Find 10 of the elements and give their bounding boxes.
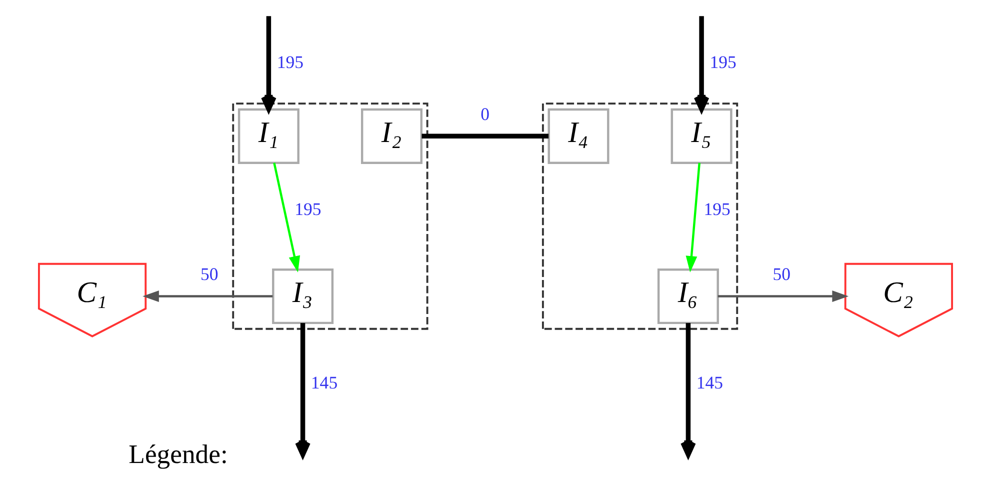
edge-label: 50 bbox=[200, 264, 218, 284]
edge-label: 195 bbox=[276, 52, 304, 72]
edge-label: 145 bbox=[696, 372, 724, 392]
label: Légende: bbox=[128, 438, 228, 469]
edge-label: 0 bbox=[480, 104, 490, 124]
edge-label: 50 bbox=[772, 264, 790, 284]
edge-label: 145 bbox=[310, 372, 338, 392]
edge-label: 195 bbox=[704, 198, 730, 219]
edge-label: 195 bbox=[294, 198, 322, 219]
edge-label: 195 bbox=[710, 52, 736, 72]
